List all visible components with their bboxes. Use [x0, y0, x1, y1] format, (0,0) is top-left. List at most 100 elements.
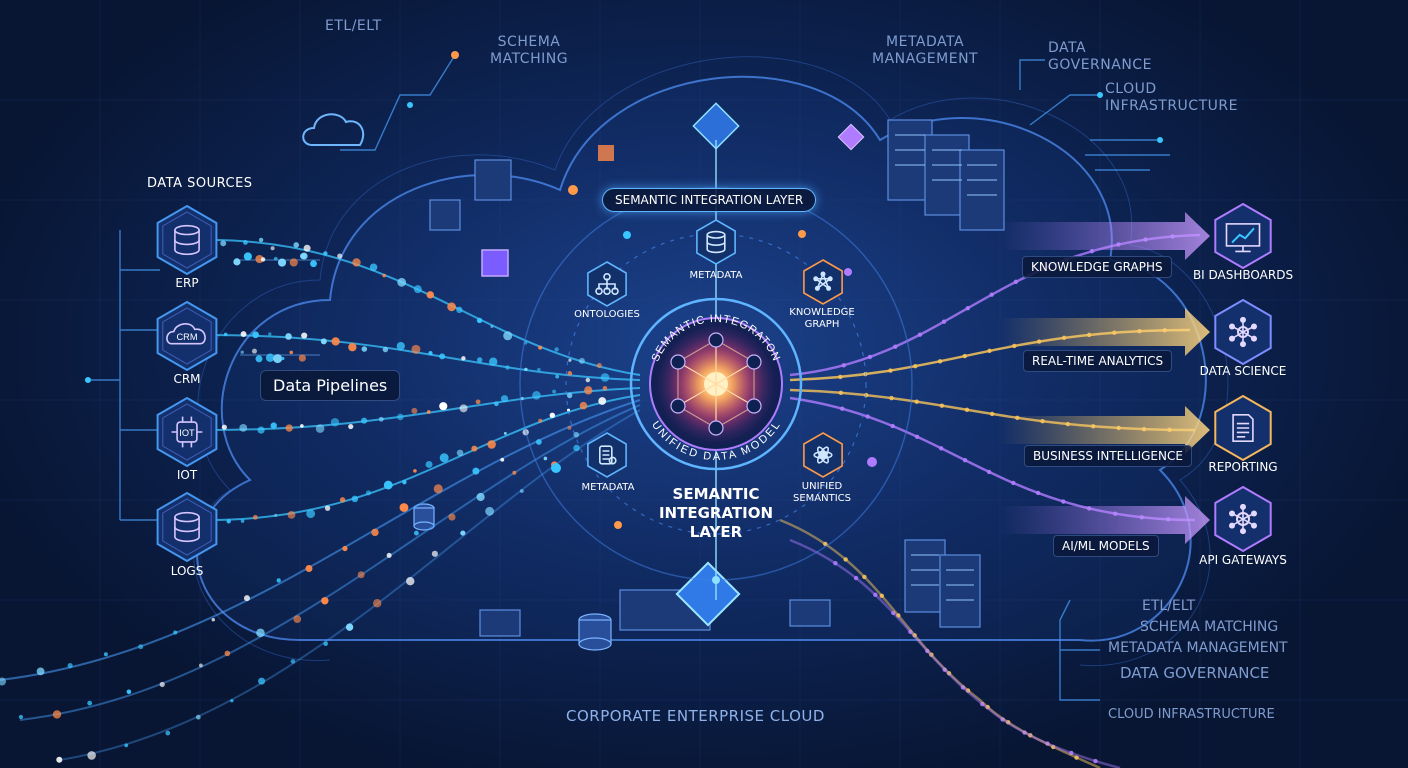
flow-label-real-time-analytics: REAL-TIME ANALYTICS — [1023, 350, 1173, 372]
particle-dot — [397, 277, 407, 287]
knowledge-graph-node — [803, 259, 843, 305]
node-label-metadata-bottom: METADATA — [581, 482, 635, 493]
unified-semantics-node — [803, 432, 843, 478]
particle-dot — [500, 395, 509, 403]
source-label-crm: CRM — [173, 372, 201, 386]
incoming-streams — [0, 239, 641, 761]
particle-dot — [456, 306, 463, 314]
particle-dot — [300, 424, 304, 428]
particle-dot — [323, 641, 328, 647]
particle-dot — [360, 417, 368, 424]
particle-dot — [351, 495, 359, 503]
particle-dot — [554, 347, 559, 352]
particle-dot — [230, 699, 234, 703]
node-label-knowledge-graph: KNOWLEDGE GRAPH — [789, 307, 855, 330]
particle-dot — [67, 662, 73, 669]
particle-dot — [330, 418, 340, 427]
dashboard-chart-icon — [1225, 223, 1261, 253]
particle-dot — [477, 357, 483, 363]
particle-dot — [411, 344, 421, 354]
particle-dot — [365, 490, 372, 496]
particle-dot — [252, 331, 259, 339]
particle-dot — [277, 258, 287, 267]
particle-dot — [476, 317, 483, 324]
particle-dot — [567, 371, 573, 376]
particle-dot — [251, 348, 257, 354]
output-node-api-gateways — [1214, 485, 1272, 553]
particle-dot — [853, 575, 859, 581]
particle-dot — [257, 426, 265, 434]
output-label-bi-dashboards: BI DASHBOARDS — [1192, 268, 1294, 282]
output-label-api-gateways: API GATEWAYS — [1199, 553, 1287, 567]
particle-dot — [198, 663, 203, 668]
source-label-logs: LOGS — [170, 564, 204, 578]
particle-dot — [87, 700, 93, 706]
particle-dot — [426, 291, 435, 299]
label-schema-matching-top: SCHEMA MATCHING — [490, 34, 569, 67]
particle-dot — [371, 528, 379, 537]
particle-dot — [555, 374, 560, 379]
data-sources-title: DATA SOURCES — [147, 176, 253, 191]
particle-dot — [258, 237, 264, 243]
output-label-data-science: DATA SCIENCE — [1199, 364, 1287, 378]
particle-dot — [301, 332, 308, 339]
particle-dot — [369, 263, 378, 272]
particle-dot — [602, 385, 608, 391]
particle-dot — [411, 407, 418, 414]
particle-dot — [503, 331, 513, 341]
outer-hexagon-nodes: CRM IOT — [156, 202, 1272, 563]
particle-dot — [159, 681, 165, 688]
ring-connector-dots — [551, 185, 877, 584]
particle-dot — [503, 431, 507, 435]
cloud-icon — [302, 113, 365, 146]
particle-dot — [538, 345, 543, 350]
list-data-governance: DATA GOVERNANCE — [1120, 664, 1270, 682]
atom-icon — [813, 446, 833, 464]
particle-dot — [512, 470, 517, 475]
svg-text:IOT: IOT — [179, 428, 195, 438]
particle-dot — [460, 530, 466, 536]
source-node-crm: CRM — [156, 300, 218, 372]
database-icon — [174, 511, 200, 543]
particle-dot — [239, 423, 248, 432]
particle-dot — [224, 650, 231, 657]
particle-dot — [223, 332, 228, 337]
particle-dot — [833, 560, 838, 566]
particle-dot — [578, 357, 585, 364]
particle-dot — [252, 514, 258, 520]
center-title: SEMANTIC INTEGRATION LAYER — [658, 485, 774, 541]
particle-dot — [425, 460, 433, 468]
particle-dot — [342, 545, 348, 552]
particle-dot — [331, 337, 340, 346]
particle-dot — [303, 244, 311, 252]
output-arrows — [1000, 212, 1210, 544]
particle-dot — [567, 408, 571, 412]
particle-dot — [293, 615, 302, 624]
metadata-bottom-node — [587, 432, 627, 478]
source-node-iot: IOT — [156, 396, 218, 468]
particle-dot — [399, 503, 409, 512]
particle-dot — [274, 513, 278, 517]
api-network-icon — [1229, 503, 1257, 535]
particle-dot — [255, 355, 263, 363]
particle-dot — [567, 425, 572, 430]
particle-dot — [519, 489, 524, 493]
label-data-governance-top: DATA GOVERNANCE — [1048, 40, 1152, 73]
particle-dot — [243, 240, 248, 245]
source-node-erp — [156, 204, 218, 276]
particle-dot — [524, 367, 528, 372]
particle-dot — [433, 484, 443, 494]
particle-dot — [568, 358, 572, 362]
particle-dot — [383, 480, 393, 490]
particle-dot — [220, 240, 227, 247]
particle-dot — [270, 422, 277, 429]
particle-dot — [386, 552, 392, 558]
particle-dot — [240, 331, 247, 337]
output-label-reporting: REPORTING — [1208, 460, 1278, 474]
particle-dot — [413, 469, 417, 473]
particle-dot — [300, 252, 308, 260]
database-cylinders — [413, 503, 612, 651]
node-label-ontologies: ONTOLOGIES — [574, 309, 640, 320]
